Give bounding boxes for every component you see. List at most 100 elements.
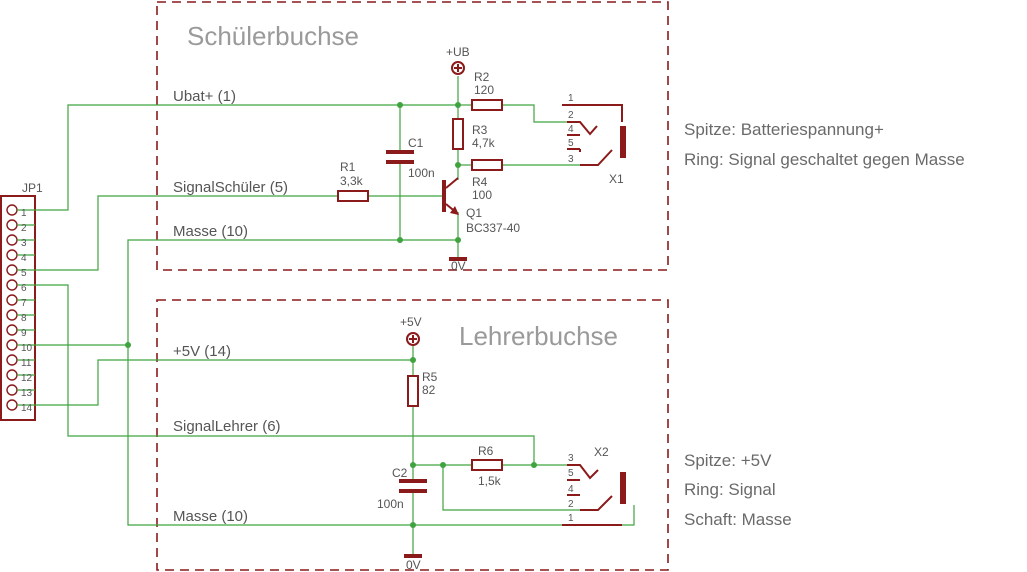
connector-pin-label: 9 bbox=[21, 328, 27, 339]
wire-ubat bbox=[35, 104, 458, 211]
schueler-frame bbox=[156, 1, 669, 271]
r5-value: 82 bbox=[422, 383, 436, 397]
r2-name: R2 bbox=[474, 70, 490, 84]
note-lehrer-ring: Ring: Signal bbox=[684, 480, 776, 499]
junction bbox=[440, 462, 446, 468]
connector-pin-label: 7 bbox=[21, 298, 27, 309]
transistor-q1 bbox=[442, 177, 459, 215]
r2-value: 120 bbox=[474, 83, 494, 97]
r1-value: 3,3k bbox=[340, 174, 364, 188]
connector-pin bbox=[6, 279, 18, 291]
connector-pin-label: 3 bbox=[21, 238, 27, 249]
supply-5v-icon bbox=[406, 332, 420, 346]
connector-pin-label: 1 bbox=[21, 208, 27, 219]
wire-r2-x1 bbox=[502, 104, 567, 123]
wire-ring bbox=[442, 465, 580, 511]
note-schueler-tip: Spitze: Batteriespannung+ bbox=[684, 120, 884, 139]
wire-signal-schueler bbox=[35, 195, 338, 271]
c1-value: 100n bbox=[408, 166, 435, 180]
junction bbox=[410, 462, 416, 468]
jack-x1 bbox=[562, 104, 626, 166]
connector-pin bbox=[6, 309, 18, 321]
net-masse-bottom: Masse (10) bbox=[173, 508, 248, 525]
resistor-r2 bbox=[471, 99, 503, 111]
capacitor-c2 bbox=[399, 479, 427, 493]
x2-pin: 2 bbox=[568, 499, 574, 510]
wires-top bbox=[35, 76, 580, 346]
r6-value: 1,5k bbox=[478, 474, 502, 488]
c2-value: 100n bbox=[377, 497, 404, 511]
x2-name: X2 bbox=[594, 445, 609, 459]
ground-top-label: 0V bbox=[451, 259, 466, 273]
connector-body bbox=[0, 195, 36, 421]
junction bbox=[397, 102, 403, 108]
x1-pin: 3 bbox=[568, 154, 574, 165]
wires-bottom bbox=[35, 284, 635, 556]
lehrer-frame bbox=[156, 299, 669, 571]
q1-name: Q1 bbox=[466, 206, 482, 220]
connector-pin bbox=[6, 234, 18, 246]
capacitor-c1 bbox=[386, 150, 414, 164]
junction bbox=[455, 102, 461, 108]
resistor-r1 bbox=[337, 190, 369, 202]
connector-pin-label: 13 bbox=[21, 388, 33, 399]
wire-signal-lehrer bbox=[35, 284, 535, 465]
junction bbox=[125, 342, 131, 348]
r3-name: R3 bbox=[472, 123, 488, 137]
connector-pin bbox=[6, 399, 18, 411]
net-signal-lehrer: SignalLehrer (6) bbox=[173, 418, 281, 435]
r5-name: R5 bbox=[422, 370, 438, 384]
x1-pin: 4 bbox=[568, 124, 574, 135]
x1-name: X1 bbox=[609, 172, 624, 186]
note-schueler-ring: Ring: Signal geschaltet gegen Masse bbox=[684, 150, 965, 169]
connector-pin-label: 2 bbox=[21, 223, 27, 234]
net-5v: +5V (14) bbox=[173, 343, 231, 360]
r1-name: R1 bbox=[340, 160, 356, 174]
connector-pin bbox=[6, 384, 18, 396]
ground-top-icon bbox=[449, 257, 467, 261]
resistor-r4 bbox=[471, 159, 503, 171]
connector-pin-label: 11 bbox=[21, 358, 32, 369]
resistor-r6 bbox=[471, 459, 503, 471]
connector-pin bbox=[6, 339, 18, 351]
connector-pin-label: 12 bbox=[21, 373, 33, 384]
connector-pin-label: 6 bbox=[21, 283, 27, 294]
net-ubat: Ubat+ (1) bbox=[173, 88, 236, 105]
junction bbox=[410, 522, 416, 528]
jack-x2 bbox=[562, 464, 626, 526]
connector-pin bbox=[6, 249, 18, 261]
x2-pin: 4 bbox=[568, 484, 574, 495]
connector-pin bbox=[6, 324, 18, 336]
c1-name: C1 bbox=[408, 136, 424, 150]
x2-pin: 1 bbox=[568, 513, 574, 524]
r4-name: R4 bbox=[472, 175, 488, 189]
r3-value: 4,7k bbox=[472, 136, 496, 150]
net-signal-schueler: SignalSchüler (5) bbox=[173, 179, 288, 196]
ground-bottom-icon bbox=[404, 554, 422, 558]
wire-5v bbox=[35, 359, 413, 406]
junction bbox=[531, 462, 537, 468]
r4-value: 100 bbox=[472, 188, 492, 202]
c2-name: C2 bbox=[392, 466, 408, 480]
supply-ub-icon bbox=[451, 61, 465, 75]
x1-pin: 5 bbox=[568, 138, 574, 149]
note-lehrer-tip: Spitze: +5V bbox=[684, 451, 772, 470]
junctions bbox=[125, 102, 537, 528]
x2-pin: 5 bbox=[568, 468, 574, 479]
supply-5v-label: +5V bbox=[400, 315, 422, 329]
connector-pin bbox=[6, 294, 18, 306]
lehrer-title: Lehrerbuchse bbox=[459, 321, 618, 351]
connector-pin bbox=[6, 219, 18, 231]
junction bbox=[455, 237, 461, 243]
resistor-r5 bbox=[407, 375, 419, 407]
connector-pin bbox=[6, 204, 18, 216]
connector-pin-label: 10 bbox=[21, 343, 33, 354]
ground-bottom-label: 0V bbox=[406, 558, 421, 572]
x1-pin: 2 bbox=[568, 110, 574, 121]
junction bbox=[455, 162, 461, 168]
schueler-title: Schülerbuchse bbox=[187, 21, 359, 51]
junction bbox=[410, 357, 416, 363]
connector-pin bbox=[6, 354, 18, 366]
net-masse-top: Masse (10) bbox=[173, 223, 248, 240]
